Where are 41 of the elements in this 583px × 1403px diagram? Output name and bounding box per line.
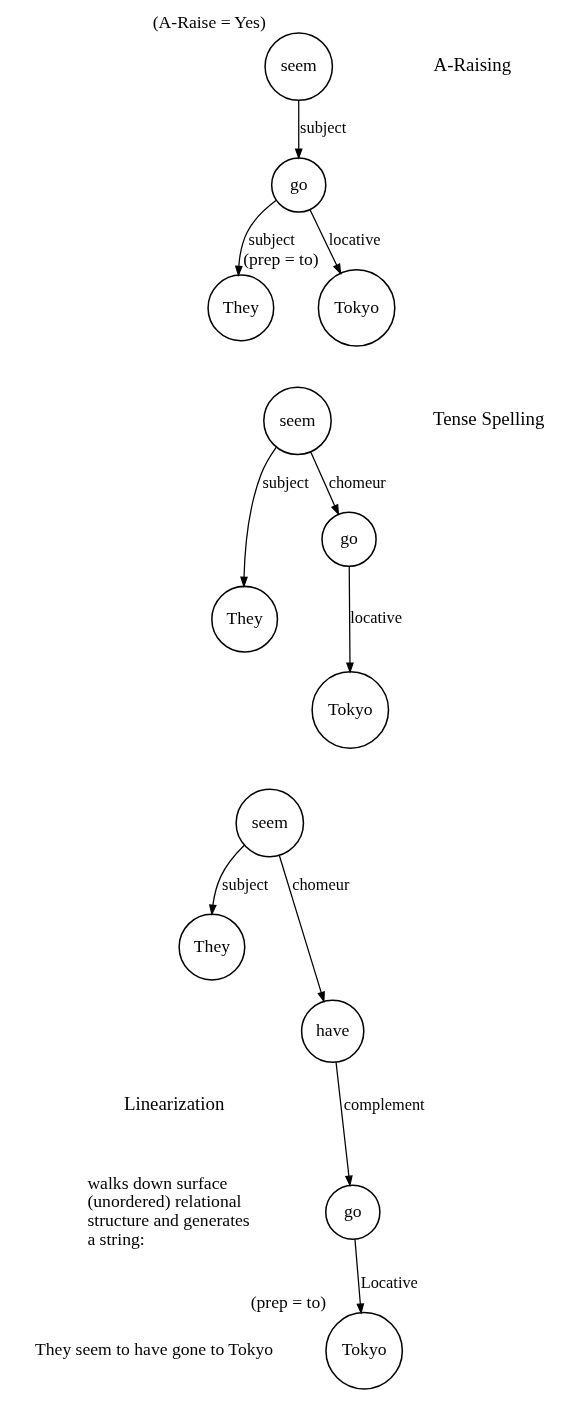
node-circle: go: [321, 511, 377, 568]
node-label: (A-Raise = Yes): [152, 12, 266, 33]
edge-label: Locative: [360, 1273, 418, 1293]
arrow: [294, 99, 303, 160]
node-circle: have: [300, 999, 365, 1064]
edge-label: subject: [222, 874, 269, 894]
edge-label: subject: [262, 472, 309, 492]
arrow: [346, 565, 354, 674]
edge-label: chomeur: [292, 874, 350, 894]
arrow: [234, 199, 277, 278]
edge-label: locative: [350, 608, 402, 628]
node-circle: Tokyo: [311, 671, 390, 749]
edge-label: subject: [248, 230, 295, 250]
node-circle: Tokyo: [325, 1311, 404, 1390]
edge-label: subject: [300, 118, 347, 138]
node-circle: go: [325, 1184, 381, 1240]
edge-label: locative: [328, 230, 381, 250]
label: Tense Spelling: [433, 408, 545, 430]
node-circle: seem: [263, 386, 332, 456]
arrow: [310, 451, 340, 516]
node-label: (prep = to): [250, 1292, 327, 1313]
node-label: (prep = to): [243, 249, 319, 270]
arrow: [335, 1061, 353, 1187]
arrow: [309, 209, 342, 276]
label: Linearization: [123, 1092, 225, 1114]
arrow: [240, 446, 277, 588]
node-circle: seem: [264, 32, 334, 102]
arrow: [278, 854, 325, 1003]
edge-label: complement: [343, 1094, 425, 1114]
node-circle: They: [211, 585, 279, 653]
node-circle: Tokyo: [317, 268, 396, 347]
node-circle: They: [207, 274, 275, 342]
arrow: [354, 1238, 365, 1315]
label: A-Raising: [433, 54, 512, 76]
node-circle: seem: [235, 788, 305, 858]
label: walks down surface (unordered) relational structure and generates a string:: [87, 1172, 250, 1250]
edge-label: chomeur: [328, 472, 386, 492]
arrow: [208, 844, 245, 916]
node-circle: They: [178, 913, 246, 981]
label: They seem to have gone to Tokyo: [35, 1339, 274, 1360]
node-circle: go: [270, 157, 327, 213]
